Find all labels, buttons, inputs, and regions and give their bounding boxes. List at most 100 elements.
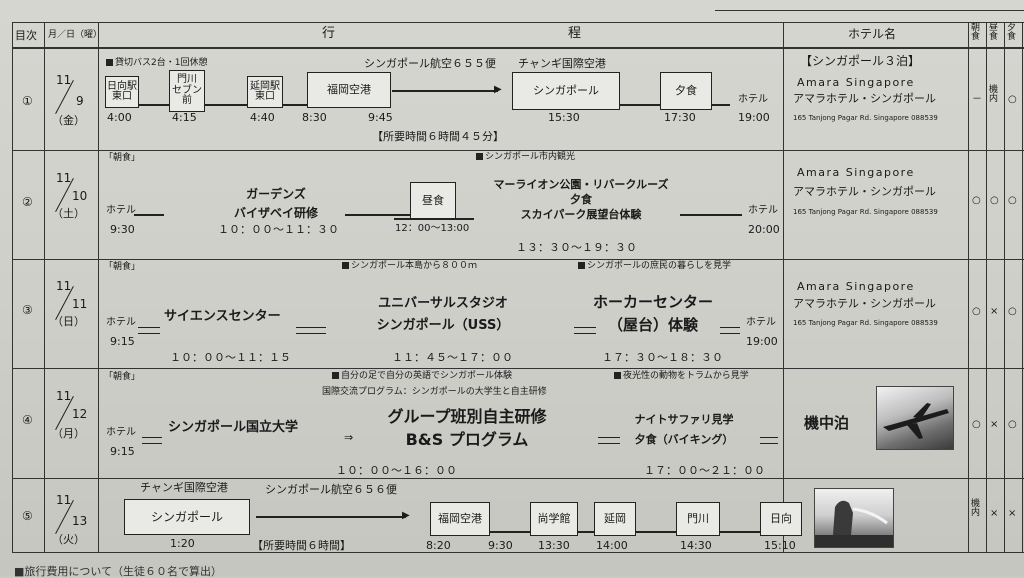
hotel-name-jp: アマラホテル・シンガポール [793,92,936,105]
connector [712,104,730,106]
double-connector [138,327,160,334]
col-line [44,22,45,552]
date-month: 11 [56,171,72,185]
end-time: 19:00 [746,335,778,348]
note-english: 自分の足で自分の英語でシンガポール体験 [332,372,512,381]
time: 17:30 [664,111,696,124]
connector [620,104,660,106]
in-flight-night: 機中泊 [804,414,850,432]
arrow-icon: ⇒ [344,431,354,444]
activity-uss-2: シンガポール（USS） [376,318,510,333]
header-top-line [12,22,1024,23]
date-dow: （火） [52,533,85,546]
note-hawker: シンガポールの庶民の暮らしを見学 [578,262,731,271]
end-label: ホテル [746,317,776,328]
duration: 【所要時間６時間】 [252,539,351,552]
double-connector [296,327,326,334]
meal-lunch: × [990,419,999,430]
col-line [986,22,987,552]
hotel-address: 165 Tanjong Pagar Rd. Singapore 088539 [793,114,938,122]
meal-breakfast: － [972,94,982,105]
stop-nobeoka: 延岡駅 東口 [247,76,283,108]
time: 14:00 [596,539,628,552]
activity-nus: シンガポール国立大学 [168,420,299,435]
connector [134,214,164,216]
double-connector [760,437,778,444]
note-uss: シンガポール本島から８００ｍ [342,262,477,271]
connector [490,531,530,533]
day-number: ④ [22,413,33,427]
time: 8:30 [302,111,327,124]
col-line [968,22,969,552]
connector [636,531,676,533]
date-day: 13 [72,514,88,528]
connector [205,104,247,106]
meal-breakfast: 機内 [971,499,981,519]
activity-science-center: サイエンスセンター [164,309,281,324]
header-dinner: 夕食 [1007,23,1017,43]
activity-night-safari: ナイトサファリ見学 [634,413,734,426]
header-lunch: 昼食 [989,23,999,43]
time: 8:20 [426,539,451,552]
connector [283,104,307,106]
meal-breakfast: ○ [972,419,981,430]
connector [720,531,760,533]
lunch-time: 12：00～13:00 [395,223,470,234]
hotel-address: 165 Tanjong Pagar Rd. Singapore 088539 [793,319,938,327]
day-number: ⑤ [22,509,33,523]
date-day: 10 [72,189,88,203]
stop-kadogawa: 門川 セブン 前 [169,70,205,112]
activity-time: １３：３０～１９：３０ [516,241,637,254]
time: 14:30 [680,539,712,552]
connector [394,218,474,220]
hotel-address: 165 Tanjong Pagar Rd. Singapore 088539 [793,208,938,216]
date-dow: （月） [52,427,85,440]
connector [680,214,742,216]
stop-dinner: 夕食 [660,72,712,110]
activity-time: １７：３０～１８：３０ [602,351,723,364]
time: 15:30 [548,111,580,124]
note-exchange: 国際交流プログラム：シンガポールの大学生と自主研修 [322,387,547,397]
date-day: 12 [72,407,88,421]
row-divider [12,368,1024,369]
start-label: ホテル [106,427,136,438]
meal-dinner: ○ [1008,94,1017,105]
stop-hyuga: 日向 [760,502,802,536]
note-flight: シンガポール航空６５５便 [364,57,496,70]
meal-lunch: × [990,508,999,519]
note-airport: チャンギ国際空港 [140,481,228,494]
activity-skypark: スカイパーク展望台体験 [520,208,642,221]
hotel-name-en: Amara Singapore [797,280,915,293]
row-divider [12,259,1024,260]
meal-lunch: ○ [990,195,999,206]
row-divider [12,552,1024,553]
start-time: 9:30 [110,223,135,236]
activity-buffet: 夕食（バイキング） [634,433,734,446]
activity-hawker-2: （屋台）体験 [607,316,698,334]
date-month: 11 [56,73,72,87]
time: 13:30 [538,539,570,552]
start-label: ホテル [106,317,136,328]
note-bus: 貸切バス2台・1回休憩 [106,59,207,68]
time: 4:15 [172,111,197,124]
note-night-safari: 夜光性の動物をトラムから見学 [614,372,749,381]
meal-breakfast: ○ [972,195,981,206]
stop-fukuoka: 福岡空港 [307,72,391,108]
connector [345,214,410,216]
connector [139,104,169,106]
meal-dinner: ○ [1008,419,1017,430]
activity-bs-program: B&S プログラム [405,430,529,449]
activity-gardens: ガーデンズ [246,187,306,201]
top-margin-line [715,10,1024,11]
date-month: 11 [56,389,72,403]
day-number: ② [22,195,33,209]
end-time: 20:00 [748,223,780,236]
hotel-time: 19:00 [738,111,770,124]
col-line [1004,22,1005,552]
activity-time: １０：００～１６：００ [336,464,457,477]
time: 4:00 [107,111,132,124]
stop-fukuoka: 福岡空港 [430,502,490,536]
header-itinerary-1: 行 [322,26,336,41]
arrow-head-icon: ▶ [402,510,410,521]
stop-nobeoka: 延岡 [594,502,636,536]
